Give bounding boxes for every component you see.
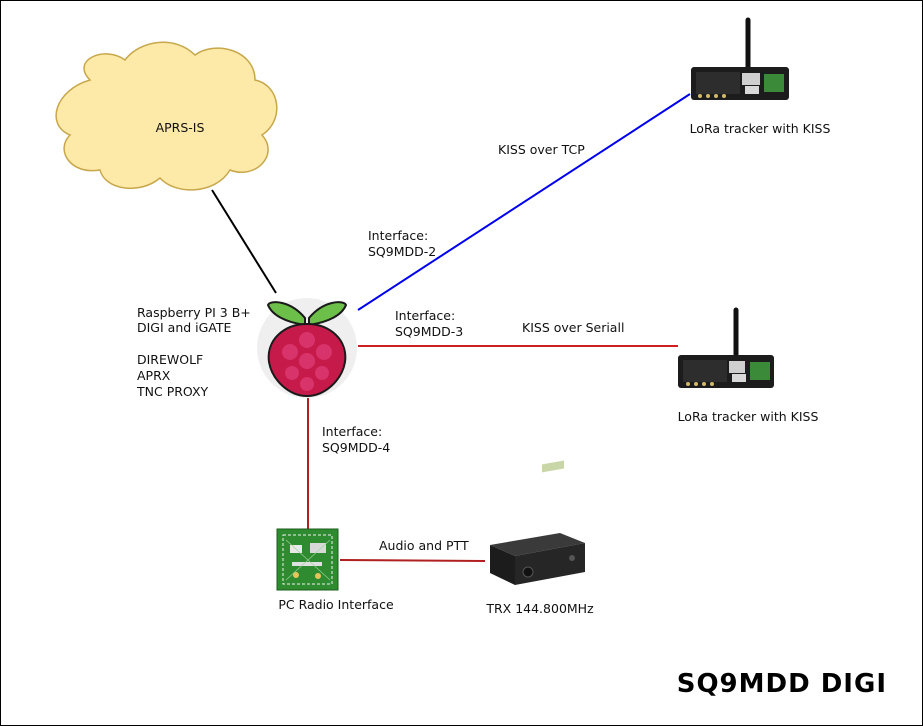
iface-2-label: Interface: <box>368 228 428 243</box>
trx-label: TRX 144.800MHz <box>485 601 594 616</box>
cloud-label: APRS-IS <box>156 120 205 135</box>
trx-radio-icon <box>490 460 585 585</box>
lora-tracker-mid-icon <box>678 307 774 388</box>
kiss-tcp-label: KISS over TCP <box>498 142 585 157</box>
audio-ptt-label: Audio and PTT <box>379 538 469 553</box>
lora-tracker-top-icon <box>691 17 789 100</box>
raspberry-pi-icon <box>257 298 357 398</box>
iface-4-name: SQ9MDD-4 <box>322 440 390 455</box>
pc-radio-interface-icon <box>276 528 339 591</box>
iface-4-label: Interface: <box>322 424 382 439</box>
aprs-is-cloud-icon <box>55 41 278 191</box>
link-cloud-raspberry <box>211 189 277 294</box>
diagram-title: SQ9MDD DIGI <box>677 669 887 699</box>
raspberry-line-4: DIREWOLF <box>137 352 203 367</box>
raspberry-line-5: APRX <box>137 368 171 383</box>
iface-3-label: Interface: <box>395 308 455 323</box>
pc-interface-label: PC Radio Interface <box>278 597 394 612</box>
link-audio-ptt <box>339 559 486 562</box>
iface-2-name: SQ9MDD-2 <box>368 244 436 259</box>
tracker-top-label: LoRa tracker with KISS <box>690 121 831 136</box>
link-kiss-tcp <box>357 93 691 311</box>
raspberry-line-2: DIGI and iGATE <box>137 320 232 335</box>
iface-3-name: SQ9MDD-3 <box>395 324 463 339</box>
raspberry-line-1: Raspberry PI 3 B+ <box>137 305 251 320</box>
tracker-mid-label: LoRa tracker with KISS <box>678 409 819 424</box>
kiss-serial-label: KISS over Seriall <box>522 320 624 335</box>
raspberry-line-6: TNC PROXY <box>136 384 209 399</box>
